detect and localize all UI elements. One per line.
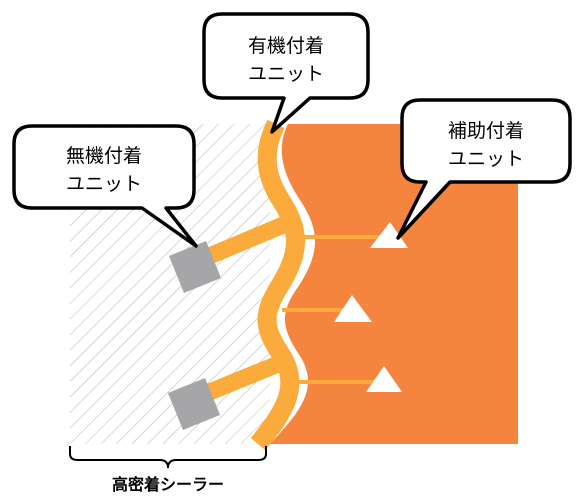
bubble-organic-line-1: 有機付着 [248,35,324,57]
inorganic-block-upper [168,240,222,294]
bubble-inorganic-line-2: ユニット [66,173,142,195]
auxiliary-triangle-3 [366,366,402,392]
auxiliary-triangle-2 [334,295,372,322]
bubble-inorganic [12,124,198,248]
substrate-block [270,124,518,444]
bubble-auxiliary-line-2: ユニット [448,148,524,170]
bubble-inorganic-line-1: 無機付着 [66,145,142,167]
bubble-organic [202,12,370,134]
bubble-organic-line-2: ユニット [248,63,324,85]
bubble-auxiliary-line-1: 補助付着 [448,120,524,142]
auxiliary-triangle-1 [370,222,408,248]
inorganic-block-lower [167,377,221,431]
bubble-auxiliary [396,98,572,240]
sealer-label: 高密着シーラー [112,475,224,494]
sealer-bracket [69,446,267,469]
organic-wavy-layer [250,119,305,451]
